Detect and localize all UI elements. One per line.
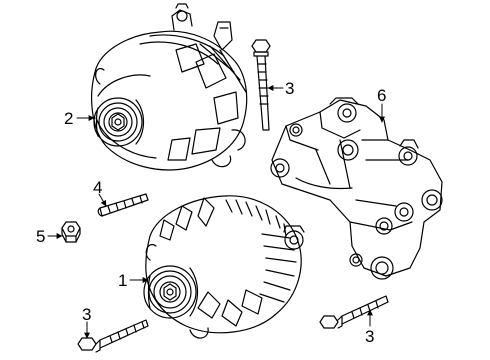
callout-3-lower-left: 3 — [82, 305, 91, 324]
callout-3-upper: 3 — [285, 79, 294, 98]
lower-left-bolt — [77, 319, 149, 353]
callout-2: 2 — [64, 109, 73, 128]
callout-4: 4 — [93, 178, 102, 197]
callout-5: 5 — [36, 227, 45, 246]
upper-alternator — [91, 3, 248, 171]
callout-1: 1 — [118, 271, 127, 290]
callout-6: 6 — [377, 86, 386, 105]
leader-lines — [47, 85, 385, 339]
mounting-bracket — [270, 97, 443, 280]
upper-bolt — [251, 39, 271, 131]
nut — [61, 221, 81, 243]
lower-alternator — [143, 195, 305, 339]
stud — [97, 193, 149, 217]
callout-labels: 2 3 6 4 5 1 3 3 — [36, 79, 386, 346]
lower-right-bolt — [319, 295, 389, 329]
callout-3-lower-right: 3 — [365, 327, 374, 346]
